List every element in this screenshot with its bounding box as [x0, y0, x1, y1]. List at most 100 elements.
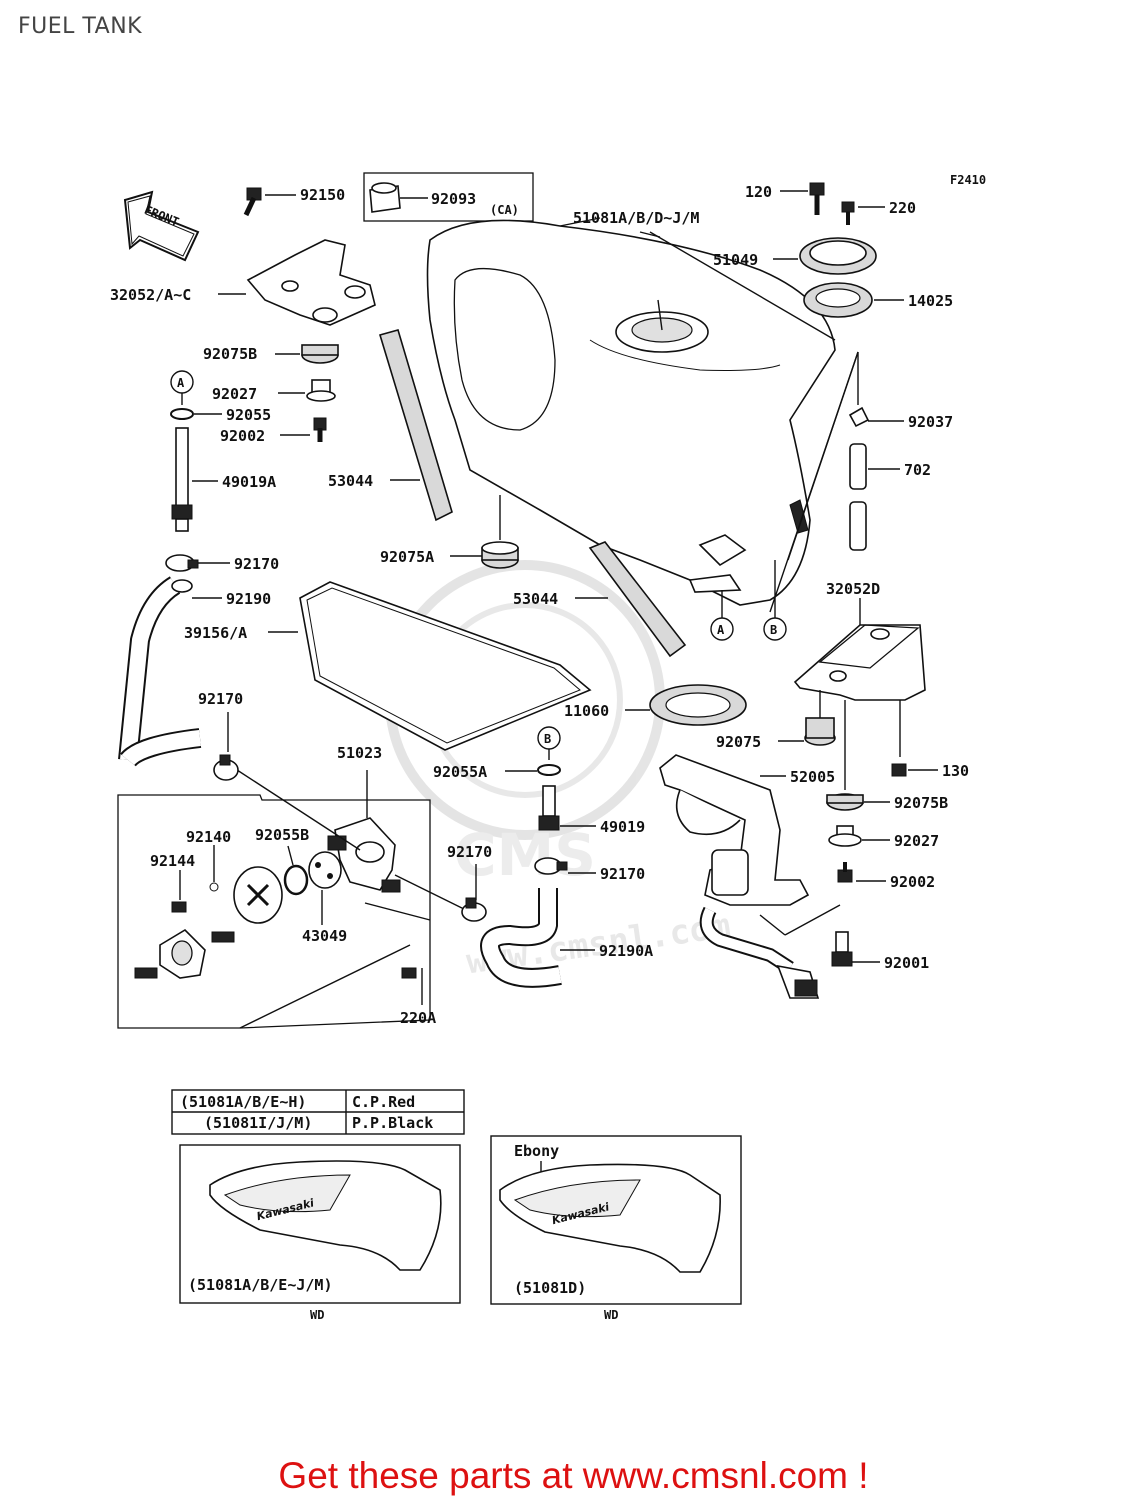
ring-14025: 14025: [803, 282, 953, 318]
cap-51049: 51049: [713, 237, 877, 275]
variant-box-1: Kawasaki (51081A/B/E~J/M) WD: [179, 1144, 461, 1322]
label-39156: 39156/A: [184, 624, 247, 642]
clamp-92170-b: 92170: [198, 690, 243, 781]
screw-220a: 220A: [400, 967, 436, 1027]
label-53044-a: 53044: [328, 472, 373, 490]
knob-lever: [134, 928, 235, 979]
label-43049: 43049: [302, 927, 347, 945]
ref-a-right: A: [710, 590, 734, 641]
bolt-92002-right: 92002: [837, 862, 935, 891]
bolt-92150: 92150: [243, 186, 345, 217]
label-92170-a: 92170: [234, 555, 279, 573]
label-51081: 51081A/B/D~J/M: [573, 209, 699, 227]
label-92075: 92075: [716, 733, 761, 751]
bolt-130: 130: [891, 700, 969, 780]
color-table-models-1: (51081A/B/E~H): [180, 1093, 306, 1111]
label-92170-c: 92170: [447, 843, 492, 861]
oring-92055: 92055: [170, 406, 271, 424]
label-92144: 92144: [150, 852, 195, 870]
gasket-92055b: 92055B: [255, 826, 309, 896]
label-220a: 220A: [400, 1009, 436, 1027]
variant-2-caption: (51081D): [514, 1279, 586, 1297]
strip-53044-a: 53044: [328, 329, 453, 522]
label-702: 702: [904, 461, 931, 479]
diaphragm-92140: 92140: [186, 828, 283, 924]
ref-a-left: A: [170, 370, 194, 405]
clamp-92170-a: 92170: [165, 554, 279, 573]
plate-43049: 43049: [302, 851, 347, 945]
label-92055b: 92055B: [255, 826, 309, 844]
variant-box-2: Ebony Kawasaki (51081D) WD: [490, 1135, 742, 1322]
label-53044-b: 53044: [513, 590, 558, 608]
svg-text:B: B: [770, 623, 777, 637]
label-52005: 52005: [790, 768, 835, 786]
clamp-92170-c: 92170: [447, 843, 492, 922]
label-32052d: 32052D: [826, 580, 880, 598]
label-92027-left: 92027: [212, 385, 257, 403]
fuel-cock-51023-group: 51023: [117, 744, 471, 1029]
clamp-92170-d: 92170: [534, 857, 645, 883]
ref-b-right: B: [763, 560, 787, 641]
label-14025: 14025: [908, 292, 953, 310]
variant-2-note: Ebony: [514, 1142, 559, 1160]
label-92037: 92037: [908, 413, 953, 431]
label-92075b-left: 92075B: [203, 345, 257, 363]
tube-702: 702: [849, 443, 931, 551]
label-92093: 92093: [431, 190, 476, 208]
clip-92037: 92037: [769, 351, 953, 613]
label-92170-b: 92170: [198, 690, 243, 708]
svg-text:A: A: [177, 376, 185, 390]
label-92002-left: 92002: [220, 427, 265, 445]
svg-text:CMS: CMS: [454, 821, 596, 889]
ref-b-middle: B: [537, 726, 561, 760]
collar-92027-left: 92027: [212, 379, 336, 403]
svg-text:B: B: [544, 732, 551, 746]
fuel-tank-51081: 51081A/B/D~J/M: [426, 209, 836, 606]
collar-92027-right: 92027: [828, 825, 939, 850]
label-92002-right: 92002: [890, 873, 935, 891]
bolt-92002-left: 92002: [220, 417, 327, 445]
color-table-color-1: C.P.Red: [352, 1093, 415, 1111]
page-title: FUEL TANK: [18, 14, 143, 39]
oring-92055a: 92055A: [433, 763, 561, 781]
label-32052: 32052/A~C: [110, 286, 191, 304]
color-table: (51081A/B/E~H) C.P.Red (51081I/J/M) P.P.…: [171, 1089, 465, 1135]
label-120: 120: [745, 183, 772, 201]
label-92150: 92150: [300, 186, 345, 204]
label-92055a: 92055A: [433, 763, 487, 781]
label-92075b-right: 92075B: [894, 794, 948, 812]
label-92027-right: 92027: [894, 832, 939, 850]
label-ca: (CA): [490, 203, 519, 217]
hose-92190a: 92190A: [480, 888, 653, 988]
bracket-32052: 32052/A~C: [110, 239, 376, 326]
color-table-color-2: P.P.Black: [352, 1114, 433, 1132]
figure-code: F2410: [950, 173, 986, 187]
label-49019a: 49019A: [222, 473, 276, 491]
fuel-pump-52005: 52005: [659, 754, 835, 999]
label-92140: 92140: [186, 828, 231, 846]
label-92055: 92055: [226, 406, 271, 424]
damper-92075a: 92075A: [380, 495, 519, 569]
screw-92144: 92144: [150, 852, 195, 913]
variant-1-caption: (51081A/B/E~J/M): [188, 1276, 333, 1294]
label-92075a: 92075A: [380, 548, 434, 566]
label-92001: 92001: [884, 954, 929, 972]
hose-92190: 92190: [118, 576, 271, 768]
gasket-11060: 11060: [564, 684, 747, 726]
bolt-92001: 92001: [759, 904, 929, 972]
label-92190a: 92190A: [599, 942, 653, 960]
damper-92075b-left: 92075B: [203, 344, 339, 364]
label-11060: 11060: [564, 702, 609, 720]
bracket-32052d: 32052D: [793, 580, 926, 701]
label-130: 130: [942, 762, 969, 780]
footer-cta[interactable]: Get these parts at www.cmsnl.com !: [278, 1455, 869, 1496]
label-51049: 51049: [713, 251, 758, 269]
damper-92075: 92075: [716, 690, 836, 751]
cap-92093: 92093 (CA): [363, 172, 534, 222]
pipe-49019: 49019: [538, 785, 645, 836]
front-arrow-icon: FRONT: [123, 190, 200, 262]
damper-92075b-right: 92075B: [826, 700, 948, 812]
screw-220: 220: [841, 199, 916, 225]
svg-text:A: A: [717, 623, 725, 637]
